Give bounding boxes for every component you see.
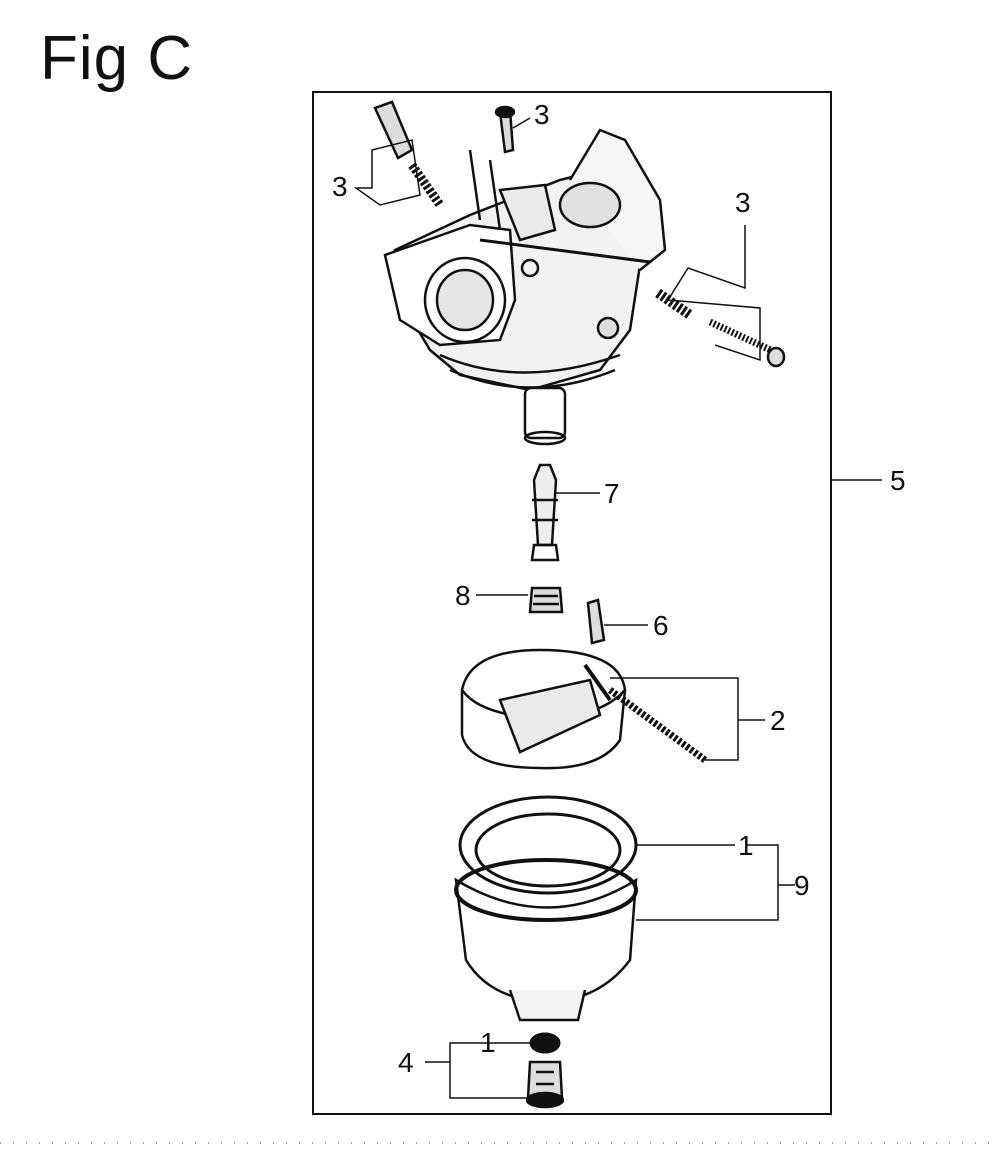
bolt-washer xyxy=(529,1032,561,1054)
figure-title: Fig C xyxy=(40,24,194,93)
bowl-gasket xyxy=(458,795,638,895)
callout-2: 2 xyxy=(770,705,786,736)
nozzle xyxy=(530,463,560,562)
spring-left xyxy=(373,100,444,208)
screw-top xyxy=(494,105,516,154)
float-bowl xyxy=(454,858,638,1022)
float-needle xyxy=(586,598,606,645)
callout-6: 6 xyxy=(653,610,669,641)
callout-5: 5 xyxy=(890,465,906,496)
callout-7: 7 xyxy=(604,478,620,509)
drain-bolt xyxy=(525,1060,565,1109)
callout-4: 4 xyxy=(398,1047,414,1078)
main-jet xyxy=(528,586,564,614)
callout-1-washer: 1 xyxy=(480,1027,496,1058)
leader-lines xyxy=(353,117,882,1099)
callout-3-top: 3 xyxy=(534,99,550,130)
callout-8: 8 xyxy=(455,580,471,611)
callout-9: 9 xyxy=(794,870,810,901)
carburetor-body xyxy=(383,128,667,446)
callout-3-left: 3 xyxy=(332,171,348,202)
float xyxy=(460,648,708,770)
callout-1-gasket: 1 xyxy=(738,830,754,861)
assembly-frame xyxy=(312,91,832,1115)
callout-3-right: 3 xyxy=(735,187,751,218)
spring-right xyxy=(655,288,786,368)
